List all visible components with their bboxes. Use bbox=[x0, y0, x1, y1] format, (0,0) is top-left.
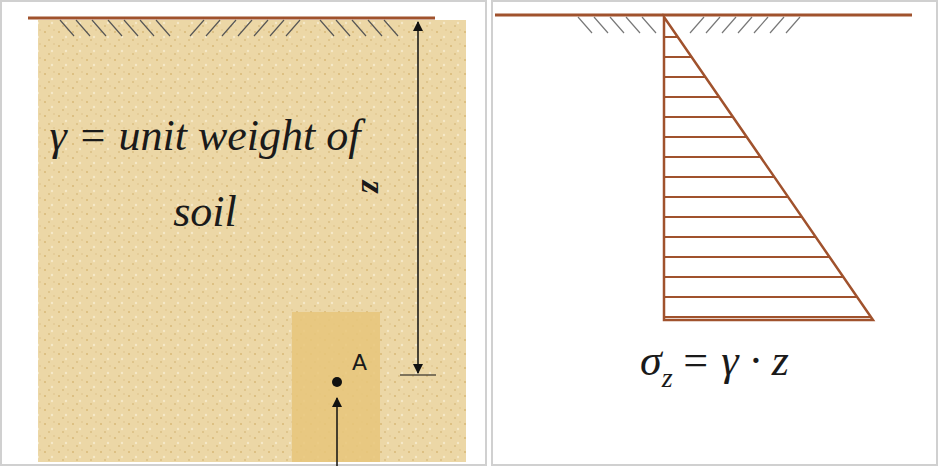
hatch-stroke bbox=[626, 17, 640, 33]
hatch-stroke bbox=[254, 20, 268, 36]
stress-line bbox=[664, 176, 774, 178]
stress-line bbox=[664, 136, 747, 138]
stress-line bbox=[664, 76, 705, 78]
hatch-stroke bbox=[578, 17, 592, 33]
hatch-stroke bbox=[786, 17, 800, 33]
soil-label: γ = unit weight of soil bbox=[40, 98, 370, 250]
point-a bbox=[332, 377, 342, 387]
hatch-stroke bbox=[238, 20, 252, 36]
hatch-stroke bbox=[352, 20, 366, 36]
ground-line bbox=[495, 14, 912, 17]
hatch-stroke bbox=[76, 20, 90, 36]
hatch-stroke bbox=[384, 20, 398, 36]
stress-line bbox=[664, 216, 802, 218]
hatch-stroke bbox=[368, 20, 382, 36]
hatch-stroke bbox=[594, 17, 608, 33]
ground-hatch bbox=[60, 20, 398, 36]
stress-line bbox=[664, 236, 816, 238]
stress-line bbox=[664, 316, 871, 318]
stress-line bbox=[664, 156, 761, 158]
hatch-stroke bbox=[770, 17, 784, 33]
hatch-stroke bbox=[610, 17, 624, 33]
stress-fill-lines bbox=[664, 37, 871, 317]
dimension-tick bbox=[400, 374, 436, 375]
hatch-stroke bbox=[92, 20, 106, 36]
hatch-stroke bbox=[124, 20, 138, 36]
panel-frame bbox=[1, 1, 486, 465]
hatch-stroke bbox=[156, 20, 170, 36]
formula-body: = γ · z bbox=[681, 336, 789, 385]
stress-arrow bbox=[336, 398, 338, 466]
formula-symbol: σ bbox=[640, 336, 662, 385]
hatch-stroke bbox=[190, 20, 204, 36]
hatch-stroke bbox=[206, 20, 220, 36]
hatch-stroke bbox=[140, 20, 154, 36]
soil-mass bbox=[38, 20, 466, 462]
hatch-stroke bbox=[108, 20, 122, 36]
hatch-stroke bbox=[336, 20, 350, 36]
hatch-stroke bbox=[722, 17, 736, 33]
hatch-stroke bbox=[60, 20, 74, 36]
stress-line bbox=[664, 256, 830, 258]
stress-line bbox=[664, 56, 692, 58]
soil-element bbox=[292, 312, 380, 462]
point-label: A bbox=[352, 350, 367, 375]
stress-triangle bbox=[664, 17, 873, 320]
stress-formula: σz = γ · z bbox=[640, 335, 789, 394]
formula-subscript: z bbox=[662, 362, 673, 393]
stress-line bbox=[664, 96, 719, 98]
hatch-stroke bbox=[754, 17, 768, 33]
dimension-line bbox=[417, 22, 419, 373]
stress-line bbox=[664, 196, 788, 198]
stress-line bbox=[664, 36, 678, 38]
hatch-stroke bbox=[642, 17, 656, 33]
ground-hatch bbox=[578, 17, 800, 33]
hatch-stroke bbox=[270, 20, 284, 36]
hatch-stroke bbox=[222, 20, 236, 36]
hatch-stroke bbox=[690, 17, 704, 33]
ground-line bbox=[28, 17, 435, 20]
hatch-stroke bbox=[706, 17, 720, 33]
stress-line bbox=[664, 276, 843, 278]
stress-line bbox=[664, 296, 857, 298]
hatch-stroke bbox=[320, 20, 334, 36]
stress-line bbox=[664, 116, 733, 118]
panel-frame bbox=[492, 1, 937, 465]
depth-label: z bbox=[354, 180, 392, 193]
hatch-stroke bbox=[286, 20, 300, 36]
hatch-stroke bbox=[738, 17, 752, 33]
